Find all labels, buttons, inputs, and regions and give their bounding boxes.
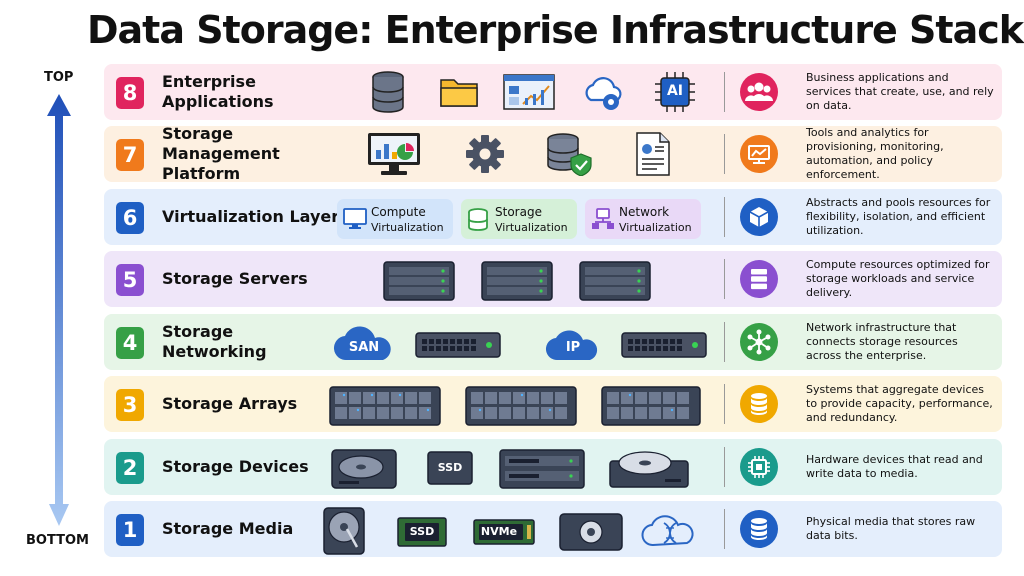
layer-number-badge: 1 xyxy=(116,514,144,546)
layer-number-badge: 5 xyxy=(116,264,144,296)
ssd-chip-icon xyxy=(397,517,447,547)
ip-cloud-icon xyxy=(545,330,598,361)
layer-name: Storage Servers xyxy=(162,269,308,288)
users-icon xyxy=(740,73,778,111)
cube-icon xyxy=(740,198,778,236)
divider xyxy=(724,197,725,237)
database-icon xyxy=(372,71,404,113)
server-icon xyxy=(481,261,553,301)
database-shield-icon xyxy=(547,133,592,176)
virt-sublabel: Virtualization xyxy=(495,221,568,234)
gear-icon xyxy=(466,135,504,173)
divider xyxy=(724,322,725,362)
layer-name: Storage Networking xyxy=(162,322,267,361)
axis-top-label: TOP xyxy=(44,70,74,85)
layer-name: Storage Media xyxy=(162,519,294,538)
layer-name: Storage Devices xyxy=(162,457,309,476)
layer-description: Physical media that stores raw data bits… xyxy=(806,515,976,542)
layer-7-storage-management-platform: 7 Storage Management Platform xyxy=(104,124,1002,183)
ai-chip-icon xyxy=(655,72,695,112)
database-icon xyxy=(740,510,778,548)
server-stack-icon xyxy=(740,260,778,298)
network-switch-icon xyxy=(621,332,707,358)
virt-label: Network xyxy=(619,205,670,219)
database-stack-icon xyxy=(740,385,778,423)
layer-number-badge: 6 xyxy=(116,202,144,234)
layer-name: Storage Management Platform xyxy=(162,124,280,183)
hard-drive-icon xyxy=(331,449,397,489)
layer-description: Business applications and services that … xyxy=(806,71,994,112)
vertical-axis-arrow xyxy=(47,94,71,526)
network-hub-icon xyxy=(740,323,778,361)
drive-enclosure-icon xyxy=(499,449,585,489)
network-icon xyxy=(592,208,614,229)
ip-label: IP xyxy=(565,340,581,355)
layer-description: Systems that aggregate devices to provid… xyxy=(806,383,993,424)
optical-drive-icon xyxy=(609,451,689,488)
folder-icon xyxy=(440,79,478,107)
layer-description: Network infrastructure that connects sto… xyxy=(806,321,958,362)
network-switch-icon xyxy=(415,332,501,358)
monitor-chart-icon xyxy=(368,133,420,175)
san-cloud-icon xyxy=(333,326,391,361)
monitor-icon xyxy=(343,208,367,229)
virt-sublabel: Virtualization xyxy=(619,221,692,234)
layer-name: Storage Arrays xyxy=(162,394,298,413)
storage-array-icon xyxy=(465,386,577,426)
ssd-label: SSD xyxy=(437,461,463,474)
layer-4-storage-networking: 4 Storage Networking SAN IP Network infr… xyxy=(104,314,1002,370)
layer-1-storage-media: 1 Storage Media SSD NVMe xyxy=(104,501,1002,557)
server-icon xyxy=(383,261,455,301)
hdd-platter-icon xyxy=(323,507,365,555)
monitoring-icon xyxy=(740,135,778,173)
divider xyxy=(724,72,725,112)
virt-label: Compute xyxy=(371,205,426,219)
axis-bottom-label: BOTTOM xyxy=(26,533,89,548)
nvme-label: NVMe xyxy=(480,525,518,538)
san-label: SAN xyxy=(348,340,380,355)
divider xyxy=(724,134,725,174)
layer-number-badge: 3 xyxy=(116,389,144,421)
layer-name: Enterprise Applications xyxy=(162,72,274,111)
storage-array-icon xyxy=(601,386,701,426)
layer-description: Tools and analytics for provisioning, mo… xyxy=(806,126,944,181)
nvme-icon xyxy=(473,519,535,545)
report-icon xyxy=(636,132,670,176)
chip-icon xyxy=(740,448,778,486)
layer-description: Hardware devices that read and write dat… xyxy=(806,453,983,480)
layer-number-badge: 4 xyxy=(116,327,144,359)
layer-description: Abstracts and pools resources for flexib… xyxy=(806,196,991,237)
ssd-chip-label: SSD xyxy=(409,525,435,538)
layer-3-storage-arrays: 3 Storage Arrays Systems that aggregate … xyxy=(104,376,1002,432)
virt-sublabel: Virtualization xyxy=(371,221,444,234)
layer-5-storage-servers: 5 Storage Servers Compute resources opti… xyxy=(104,251,1002,307)
server-icon xyxy=(579,261,651,301)
storage-array-icon xyxy=(329,386,441,426)
virt-label: Storage xyxy=(495,205,542,219)
divider xyxy=(724,384,725,424)
dashboard-icon xyxy=(503,74,555,110)
divider xyxy=(724,447,725,487)
layer-2-storage-devices: 2 Storage Devices SSD Hardware devices t… xyxy=(104,439,1002,495)
divider xyxy=(724,509,725,549)
cloud-gear-icon xyxy=(585,77,622,110)
layer-description: Compute resources optimized for storage … xyxy=(806,258,990,299)
layer-8-enterprise-applications: 8 Enterprise Applications AI xyxy=(104,64,1002,120)
dna-cloud-icon xyxy=(641,515,694,547)
divider xyxy=(724,259,725,299)
layer-number-badge: 8 xyxy=(116,77,144,109)
database-icon xyxy=(468,208,488,231)
ai-chip-label: AI xyxy=(666,83,684,99)
layer-name: Virtualization Layer xyxy=(162,207,340,226)
ssd-icon xyxy=(427,451,473,485)
layer-number-badge: 7 xyxy=(116,139,144,171)
layer-number-badge: 2 xyxy=(116,452,144,484)
page-title: Data Storage: Enterprise Infrastructure … xyxy=(86,8,1024,52)
tape-icon xyxy=(559,513,623,551)
